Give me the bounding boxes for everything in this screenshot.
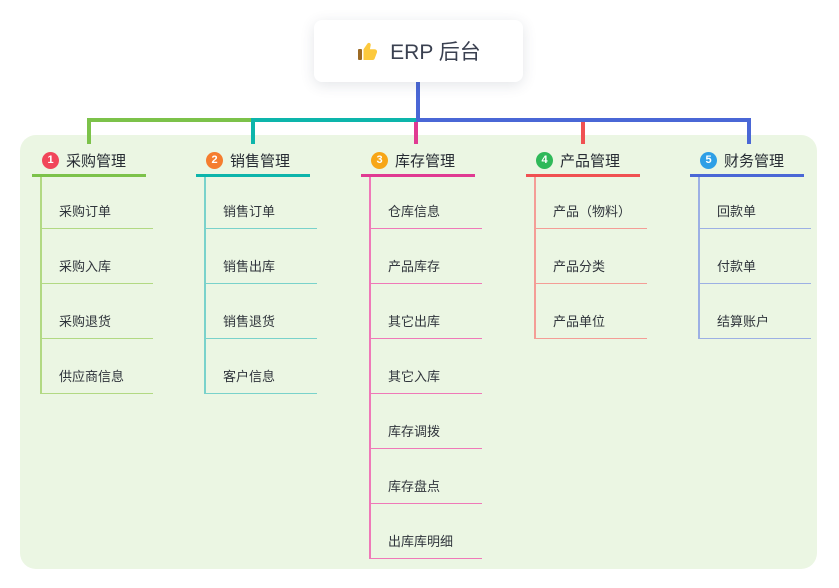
branch-sales: 2 销售管理 销售订单 销售出库 销售退货 客户信息 (196, 146, 317, 394)
connector-trunk-teal (251, 118, 418, 122)
connector-drop-inventory (414, 121, 418, 144)
branch-children: 回款单 付款单 结算账户 (698, 177, 811, 339)
root-node[interactable]: ERP 后台 (314, 20, 523, 82)
child-node[interactable]: 客户信息 (206, 339, 317, 394)
branch-label: 采购管理 (66, 152, 127, 170)
branch-purchase: 1 采购管理 采购订单 采购入库 采购退货 供应商信息 (32, 146, 153, 394)
branch-children: 销售订单 销售出库 销售退货 客户信息 (204, 177, 317, 394)
branch-label: 库存管理 (395, 152, 456, 170)
branch-finance: 5 财务管理 回款单 付款单 结算账户 (690, 146, 811, 339)
branch-number-badge: 1 (42, 151, 59, 169)
child-node[interactable]: 结算账户 (700, 284, 811, 339)
connector-trunk-green (87, 118, 253, 122)
branch-children: 仓库信息 产品库存 其它出库 其它入库 库存调拨 库存盘点 出库库明细 (369, 177, 482, 559)
child-node[interactable]: 其它出库 (371, 284, 482, 339)
connector-drop-product (581, 121, 585, 144)
child-node[interactable]: 采购退货 (42, 284, 153, 339)
connector-trunk-blue (416, 118, 751, 122)
branch-node-sales[interactable]: 2 销售管理 (196, 146, 310, 177)
branch-children: 产品（物料） 产品分类 产品单位 (534, 177, 647, 339)
connector-drop-sales (251, 118, 255, 144)
child-node[interactable]: 库存盘点 (371, 449, 482, 504)
child-node[interactable]: 其它入库 (371, 339, 482, 394)
root-node-label: ERP 后台 (390, 41, 481, 64)
child-node[interactable]: 产品（物料） (536, 177, 647, 229)
child-node[interactable]: 产品库存 (371, 229, 482, 284)
child-node[interactable]: 供应商信息 (42, 339, 153, 394)
child-node[interactable]: 销售退货 (206, 284, 317, 339)
branch-label: 产品管理 (560, 152, 621, 170)
child-node[interactable]: 仓库信息 (371, 177, 482, 229)
child-node[interactable]: 付款单 (700, 229, 811, 284)
child-node[interactable]: 出库库明细 (371, 504, 482, 559)
connector-root-vertical (416, 82, 420, 122)
branch-number-badge: 3 (371, 151, 388, 169)
connector-drop-purchase (87, 118, 91, 144)
mindmap-canvas (20, 135, 817, 569)
branch-number-badge: 5 (700, 151, 717, 169)
branch-node-inventory[interactable]: 3 库存管理 (361, 146, 475, 177)
branch-label: 财务管理 (724, 152, 785, 170)
child-node[interactable]: 产品分类 (536, 229, 647, 284)
branch-children: 采购订单 采购入库 采购退货 供应商信息 (40, 177, 153, 394)
branch-product: 4 产品管理 产品（物料） 产品分类 产品单位 (526, 146, 647, 339)
child-node[interactable]: 库存调拨 (371, 394, 482, 449)
child-node[interactable]: 采购订单 (42, 177, 153, 229)
branch-label: 销售管理 (230, 152, 291, 170)
child-node[interactable]: 销售出库 (206, 229, 317, 284)
thumbs-up-icon (356, 39, 380, 63)
branch-node-purchase[interactable]: 1 采购管理 (32, 146, 146, 177)
connector-drop-finance (747, 118, 751, 144)
branch-node-finance[interactable]: 5 财务管理 (690, 146, 804, 177)
branch-inventory: 3 库存管理 仓库信息 产品库存 其它出库 其它入库 库存调拨 库存盘点 出库库… (361, 146, 482, 559)
child-node[interactable]: 回款单 (700, 177, 811, 229)
child-node[interactable]: 销售订单 (206, 177, 317, 229)
branch-number-badge: 2 (206, 151, 223, 169)
branch-number-badge: 4 (536, 151, 553, 169)
child-node[interactable]: 产品单位 (536, 284, 647, 339)
branch-node-product[interactable]: 4 产品管理 (526, 146, 640, 177)
child-node[interactable]: 采购入库 (42, 229, 153, 284)
